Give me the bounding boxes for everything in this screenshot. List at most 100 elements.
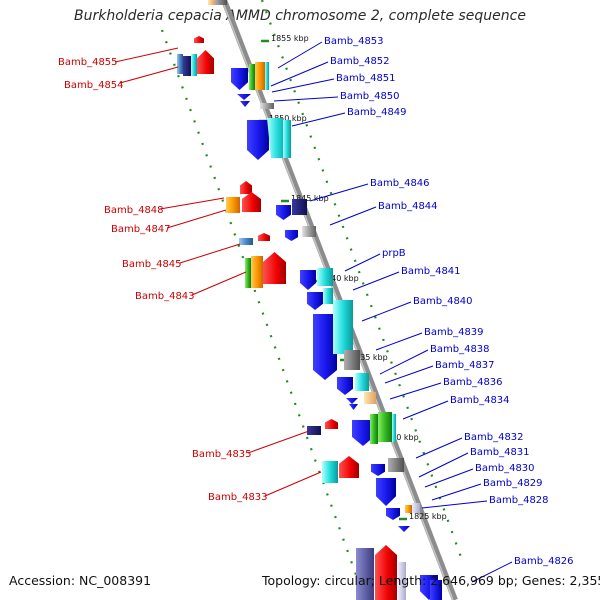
gene-arrow[interactable] <box>276 205 291 220</box>
callout-line-right <box>389 382 442 400</box>
gene-feature[interactable] <box>215 0 227 5</box>
gene-label-right[interactable]: Bamb_4834 <box>450 395 510 406</box>
gene-arrow[interactable] <box>375 545 397 600</box>
gene-label-right[interactable]: Bamb_4828 <box>489 495 549 506</box>
gene-feature[interactable] <box>307 426 321 435</box>
gene-feature[interactable] <box>183 56 191 76</box>
gene-arrow[interactable] <box>240 181 252 194</box>
gene-feature[interactable] <box>333 300 353 354</box>
gene-feature[interactable] <box>283 120 291 158</box>
gene-feature[interactable] <box>344 350 360 370</box>
gene-arrow[interactable] <box>313 314 337 380</box>
gene-arrow[interactable] <box>263 252 286 284</box>
scale-tick-label: 1845 kbp <box>291 194 329 203</box>
gene-arrow[interactable] <box>247 120 269 160</box>
gene-feature[interactable] <box>355 373 369 391</box>
gene-arrow[interactable] <box>352 420 374 446</box>
callout-line-right <box>431 483 482 501</box>
gene-feature[interactable] <box>226 197 240 213</box>
gene-arrow[interactable] <box>242 192 261 212</box>
gene-arrow-small[interactable] <box>398 526 410 532</box>
gene-label-right[interactable]: Bamb_4851 <box>336 73 396 84</box>
gene-label-right[interactable]: Bamb_4849 <box>347 107 407 118</box>
gene-arrow[interactable] <box>371 464 385 476</box>
callout-line-left <box>247 430 310 454</box>
gene-feature[interactable] <box>323 288 333 304</box>
gene-feature[interactable] <box>245 258 251 288</box>
gene-arrow-small[interactable] <box>237 94 251 100</box>
gene-label-right[interactable]: Bamb_4826 <box>514 556 574 567</box>
gene-feature[interactable] <box>378 412 392 442</box>
callout-line-right <box>273 96 339 102</box>
callout-line-right <box>418 452 469 478</box>
gene-label-right[interactable]: Bamb_4850 <box>340 91 400 102</box>
gene-feature[interactable] <box>302 226 316 237</box>
callout-line-left <box>179 243 241 264</box>
gene-arrow[interactable] <box>231 68 248 90</box>
gene-label-left[interactable]: Bamb_4847 <box>111 224 171 235</box>
gene-label-left[interactable]: Bamb_4854 <box>64 80 124 91</box>
gene-label-right[interactable]: Bamb_4839 <box>424 327 484 338</box>
gene-feature[interactable] <box>364 392 376 404</box>
gene-feature[interactable] <box>177 54 183 74</box>
gene-arrow[interactable] <box>285 230 298 241</box>
gene-arrow[interactable] <box>258 233 270 241</box>
gene-label-left[interactable]: Bamb_4855 <box>58 57 118 68</box>
gene-feature[interactable] <box>249 64 255 90</box>
gene-feature[interactable] <box>255 62 265 90</box>
gene-feature[interactable] <box>398 562 406 600</box>
gene-arrow-small[interactable] <box>349 404 358 410</box>
gene-feature[interactable] <box>265 62 269 90</box>
gene-label-left[interactable]: Bamb_4833 <box>208 492 268 503</box>
gene-arrow[interactable] <box>376 478 396 506</box>
gene-feature[interactable] <box>322 461 338 483</box>
gene-feature[interactable] <box>356 548 374 600</box>
gene-arrow[interactable] <box>194 36 204 43</box>
gene-feature[interactable] <box>292 199 307 215</box>
gene-feature[interactable] <box>239 238 253 245</box>
gene-feature[interactable] <box>260 103 274 109</box>
callout-line-left <box>119 66 179 84</box>
gene-arrow-small[interactable] <box>240 101 250 107</box>
gene-arrow[interactable] <box>300 270 316 290</box>
gene-label-right[interactable]: Bamb_4841 <box>401 266 461 277</box>
gene-arrow[interactable] <box>197 50 214 74</box>
gene-label-left[interactable]: Bamb_4843 <box>135 291 195 302</box>
gene-feature[interactable] <box>392 414 396 442</box>
gene-feature[interactable] <box>405 505 412 513</box>
gene-arrow[interactable] <box>307 292 323 310</box>
gene-label-right[interactable]: Bamb_4844 <box>378 201 438 212</box>
gene-label-right[interactable]: Bamb_4829 <box>483 478 543 489</box>
gene-arrow[interactable] <box>325 419 338 429</box>
gene-feature[interactable] <box>208 0 215 5</box>
gene-label-right[interactable]: prpB <box>382 248 406 259</box>
gene-arrow[interactable] <box>339 456 359 478</box>
gene-arrow[interactable] <box>386 508 400 520</box>
callout-line-left <box>159 197 225 210</box>
gene-label-right[interactable]: Bamb_4853 <box>324 36 384 47</box>
gene-label-right[interactable]: Bamb_4836 <box>443 377 503 388</box>
dotted-track-right <box>260 0 464 561</box>
gene-label-right[interactable]: Bamb_4852 <box>330 56 390 67</box>
gene-label-left[interactable]: Bamb_4848 <box>104 205 164 216</box>
gene-label-right[interactable]: Bamb_4838 <box>430 344 490 355</box>
gene-feature[interactable] <box>388 458 404 472</box>
gene-feature[interactable] <box>430 580 442 600</box>
gene-feature[interactable] <box>412 503 420 513</box>
gene-arrow-small[interactable] <box>346 398 358 404</box>
gene-label-right[interactable]: Bamb_4831 <box>470 447 530 458</box>
gene-feature[interactable] <box>251 256 263 288</box>
gene-feature[interactable] <box>370 414 378 444</box>
gene-feature[interactable] <box>317 268 333 286</box>
gene-arrow[interactable] <box>337 377 353 395</box>
gene-label-left[interactable]: Bamb_4835 <box>192 449 252 460</box>
gene-label-right[interactable]: Bamb_4832 <box>464 432 524 443</box>
gene-label-right[interactable]: Bamb_4846 <box>370 178 430 189</box>
gene-label-right[interactable]: Bamb_4837 <box>435 360 495 371</box>
gene-feature[interactable] <box>191 54 197 76</box>
callout-line-right <box>352 271 400 291</box>
gene-feature[interactable] <box>267 118 287 158</box>
gene-label-right[interactable]: Bamb_4840 <box>413 296 473 307</box>
gene-label-left[interactable]: Bamb_4845 <box>122 259 182 270</box>
gene-label-right[interactable]: Bamb_4830 <box>475 463 535 474</box>
